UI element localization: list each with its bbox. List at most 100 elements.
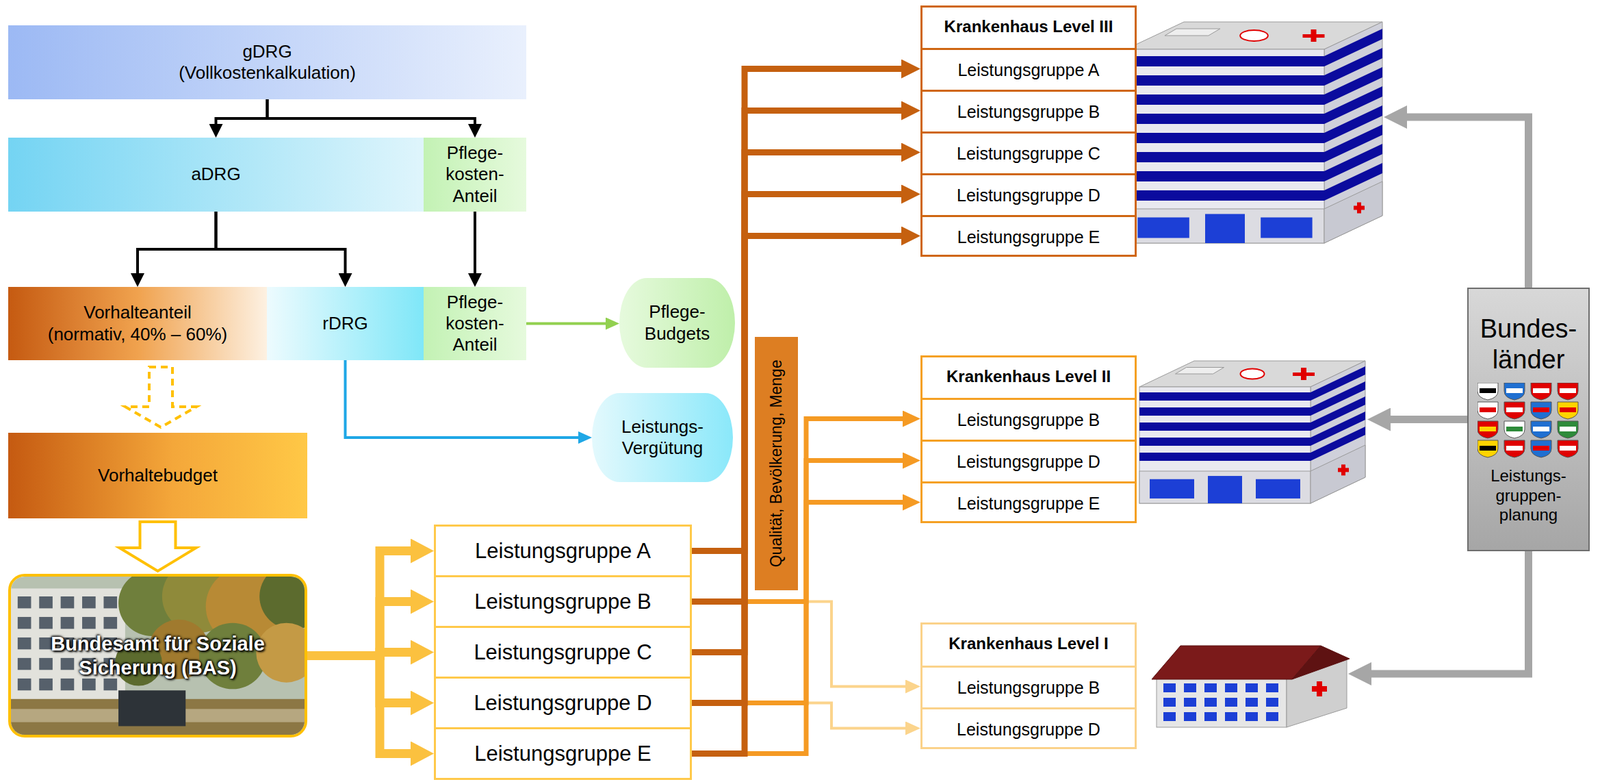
window	[1266, 682, 1279, 692]
window-band	[1139, 437, 1311, 446]
table-heading: Krankenhaus Level I	[948, 633, 1108, 654]
stripe	[1506, 407, 1523, 412]
state-flag	[1530, 440, 1552, 458]
hospital-table: Krankenhaus Level I Leistungsgruppe B Leis…	[920, 622, 1349, 749]
ground-floor	[1125, 208, 1325, 243]
sign	[118, 689, 186, 726]
node-label: Leistungsgruppe B	[957, 101, 1100, 122]
block-arrow	[125, 366, 197, 428]
group-row: Leistungsgruppe C	[920, 131, 1137, 174]
connector	[473, 211, 477, 274]
window	[17, 596, 32, 608]
node-label: Leistungsgruppe C	[956, 143, 1101, 164]
node-label: Leistungsgruppe A	[474, 537, 651, 564]
header-cell: Krankenhaus Level II	[920, 355, 1137, 398]
front-wall	[1139, 386, 1311, 503]
helipad	[1240, 30, 1269, 42]
band: Vorhalteanteil (normativ, 40% – 60%)	[8, 286, 267, 360]
node-label: Leistungsgruppe E	[957, 226, 1100, 248]
window	[1163, 697, 1176, 707]
state-flag	[1530, 401, 1552, 419]
red-cross	[1300, 367, 1307, 380]
shield	[1557, 440, 1579, 458]
state-flag	[1504, 401, 1525, 419]
stripe	[1506, 426, 1523, 432]
connector	[691, 601, 906, 687]
group-box: Leistungsgruppe D	[433, 676, 692, 729]
connector	[307, 655, 411, 754]
connector	[216, 99, 268, 124]
band: aDRG	[8, 137, 424, 212]
stripe	[1479, 445, 1496, 451]
state-flag	[1504, 440, 1525, 458]
connector	[1371, 550, 1529, 674]
window	[82, 678, 96, 690]
group-row: Leistungsgruppe B	[920, 89, 1137, 132]
shield	[1477, 401, 1499, 419]
roof	[1292, 645, 1350, 679]
node-label: Leistungs- gruppen- planung	[1490, 466, 1568, 525]
band: rDRG	[266, 286, 424, 360]
group-row: Leistungsgruppe B	[920, 397, 1137, 440]
window	[1245, 697, 1258, 707]
table-heading: Krankenhaus Level II	[946, 366, 1111, 387]
shield	[1477, 382, 1499, 400]
ground-floor	[1310, 444, 1366, 503]
shield	[1530, 420, 1552, 438]
state-flags	[1477, 382, 1581, 460]
shield	[1557, 420, 1579, 438]
group-row: Leistungsgruppe D	[920, 706, 1137, 749]
stripe	[1479, 388, 1496, 393]
window	[1163, 711, 1176, 721]
node-label: Leistungsgruppe B	[957, 676, 1100, 698]
group-row: Leistungsgruppe A	[920, 47, 1137, 90]
node-label: rDRG	[322, 312, 368, 334]
node-label: Leistungsgruppe C	[473, 639, 652, 665]
roof	[1151, 645, 1321, 679]
window-band	[1139, 407, 1311, 416]
window	[39, 678, 53, 690]
header-cell: Krankenhaus Level I	[920, 622, 1137, 666]
tree	[259, 576, 305, 629]
connector	[1407, 117, 1529, 288]
connector	[691, 152, 902, 653]
agency-box: Bundesamt für Soziale Sicherung (BAS)	[8, 573, 308, 738]
connector	[307, 601, 411, 656]
window	[103, 616, 118, 629]
node-label: Leistungsgruppe E	[957, 492, 1100, 514]
stripe	[1532, 445, 1550, 451]
hospital-building	[1125, 21, 1383, 243]
state-flag	[1530, 420, 1552, 438]
shield	[1477, 440, 1499, 458]
side-wall	[1324, 21, 1383, 243]
photo	[10, 576, 305, 735]
stripe	[1559, 388, 1577, 393]
connector	[307, 550, 411, 656]
red-cross	[1316, 680, 1323, 696]
node-label: Pflege- kosten- Anteil	[445, 142, 506, 207]
state-flag	[1530, 382, 1552, 400]
state-flag	[1557, 420, 1579, 438]
criteria-bar: Qualität, Bevölkerung, Menge	[754, 336, 798, 590]
node-label: Pflege- kosten- Anteil	[445, 291, 506, 356]
window	[60, 596, 75, 608]
connector	[691, 702, 906, 729]
node-label: aDRG	[190, 163, 241, 185]
shield	[1530, 382, 1552, 400]
window	[1137, 217, 1189, 239]
front-wall	[1125, 49, 1325, 243]
budget-pill: Leistungs- Vergütung	[591, 392, 733, 482]
window	[1245, 711, 1258, 721]
state-flag	[1557, 382, 1579, 400]
ground-floor	[1324, 181, 1383, 243]
stripe	[1479, 407, 1496, 412]
door	[1207, 475, 1243, 503]
roof-box	[1175, 367, 1225, 375]
window-band	[1139, 392, 1311, 401]
node-label: Leistungs- Vergütung	[621, 416, 705, 459]
window	[1260, 217, 1312, 239]
window	[1183, 697, 1197, 707]
state-flag	[1477, 382, 1499, 400]
window	[1204, 682, 1217, 692]
window	[1149, 479, 1195, 499]
